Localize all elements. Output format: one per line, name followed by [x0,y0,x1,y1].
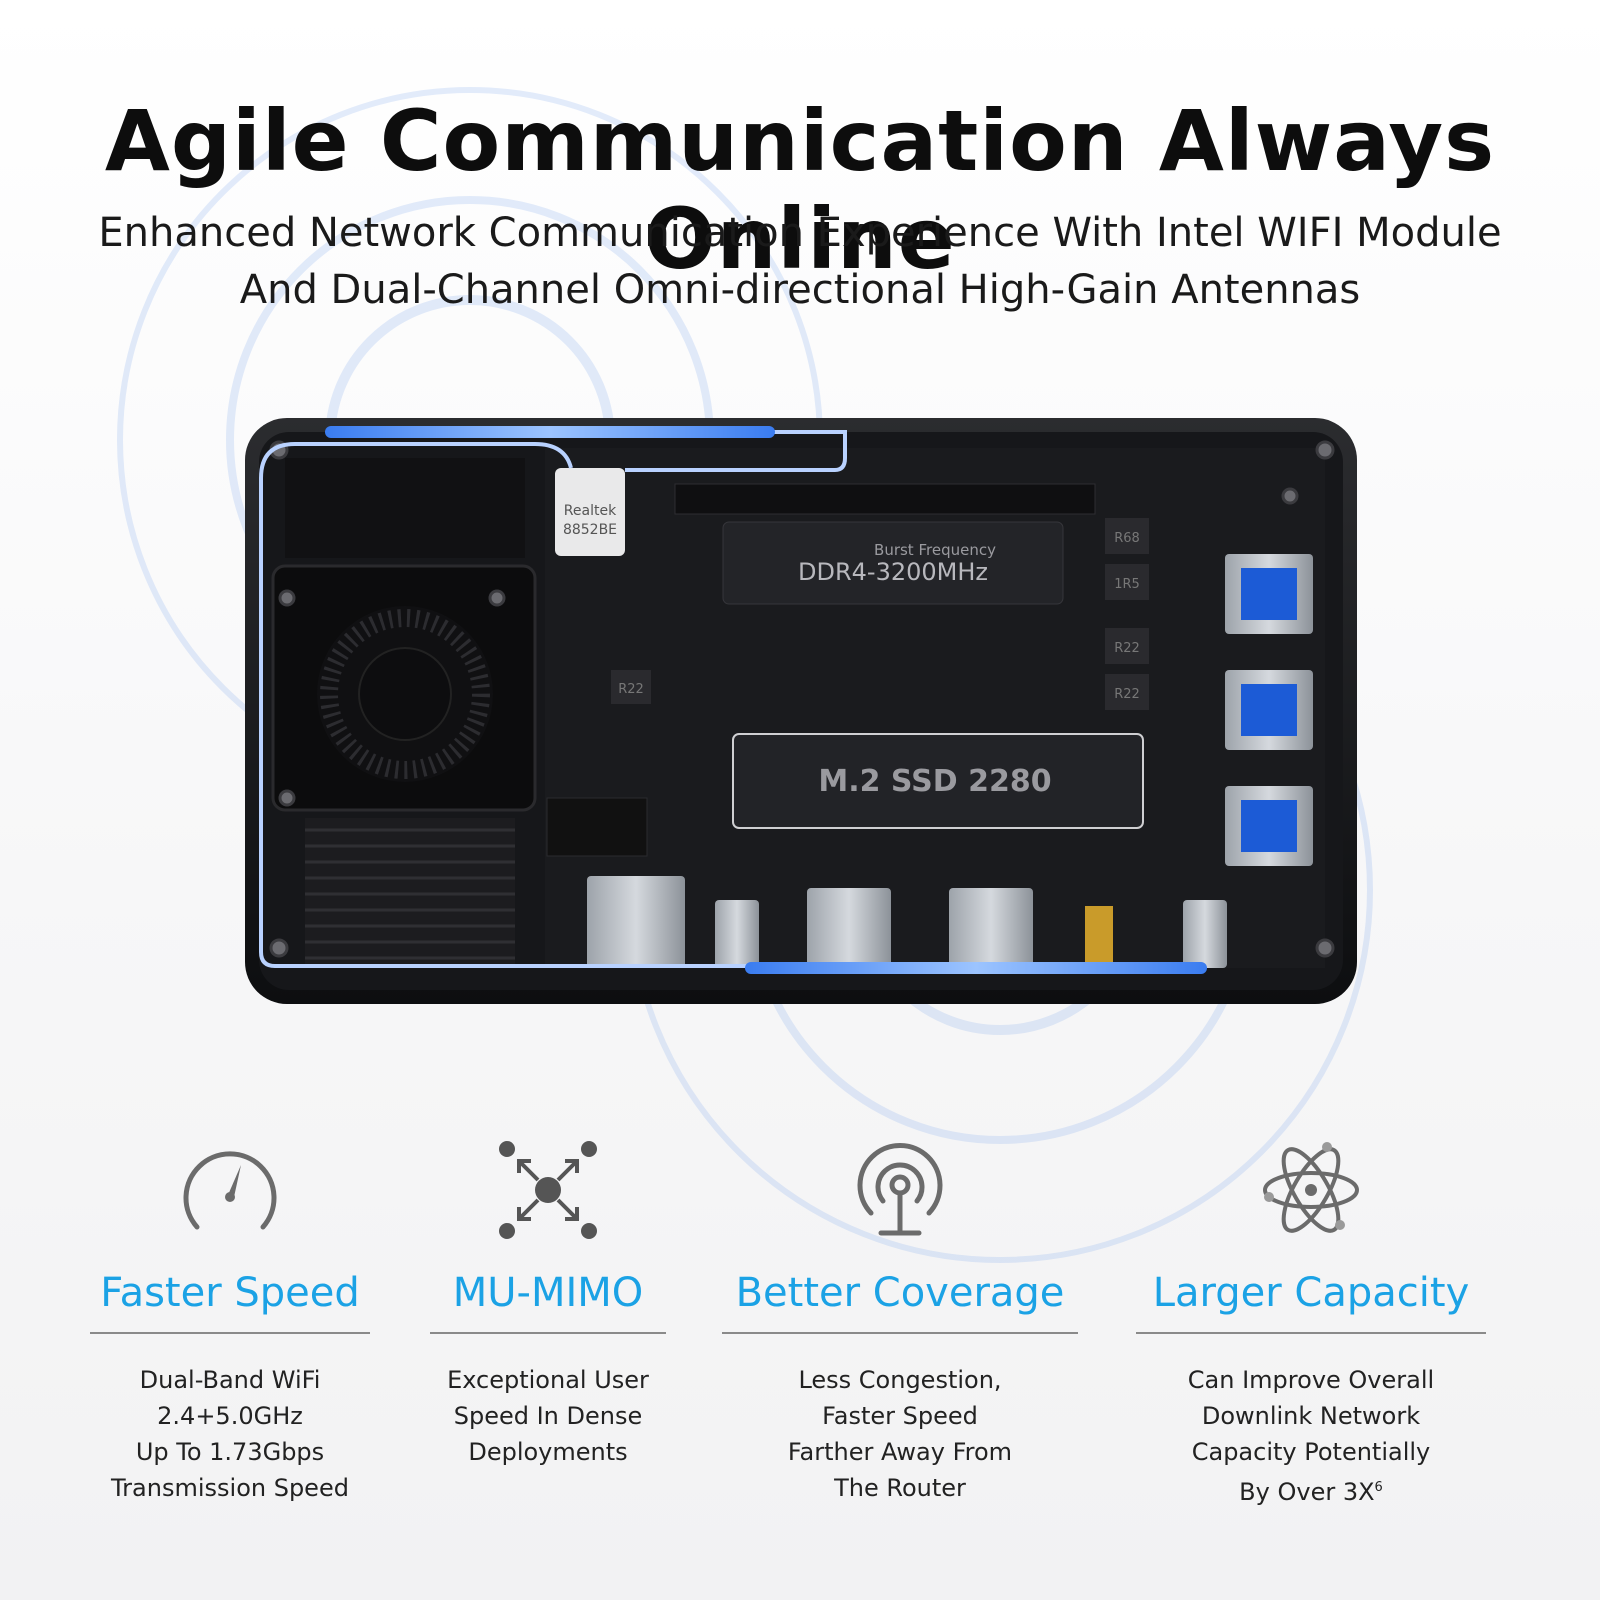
page-subtitle: Enhanced Network Communication Experienc… [0,205,1600,319]
ram-label: DDR4-3200MHz [798,558,988,586]
ram-module [722,521,1064,605]
desc-line: Farther Away From [787,1438,1013,1466]
feature-description: Dual-Band WiFi 2.4+5.0GHz Up To 1.73Gbps… [90,1362,370,1506]
usb-ports-right [1225,554,1313,866]
divider [90,1332,370,1334]
desc-line: Less Congestion, [798,1366,1002,1394]
desc-text: By Over 3X [1239,1478,1375,1506]
feature-description: Less Congestion, Faster Speed Farther Aw… [722,1362,1078,1506]
feature-description: Exceptional User Speed In Dense Deployme… [430,1362,666,1470]
component-label-1r5: 1R5 [1114,577,1140,592]
feature-title: Faster Speed [100,1270,360,1316]
ssd-label: M.2 SSD 2280 [818,764,1051,799]
wifi-chip-label-2: 8852BE [563,522,617,538]
motherboard-illustration: Realtek 8852BE Burst Frequency DDR4-3200… [245,418,1357,1004]
divider [722,1332,1078,1334]
desc-line: Deployments [468,1438,628,1466]
feature-faster-speed: Faster Speed Dual-Band WiFi 2.4+5.0GHz U… [90,1130,370,1506]
speedometer-icon [183,1151,277,1230]
feature-title: Better Coverage [735,1270,1065,1316]
feature-title: MU-MIMO [452,1270,644,1316]
desc-line: The Router [834,1474,966,1502]
antenna-bottom [745,962,1207,974]
desc-line: Downlink Network [1201,1402,1421,1430]
desc-line: Faster Speed [822,1402,978,1430]
feature-larger-capacity: Larger Capacity Can Improve Overall Down… [1136,1130,1486,1510]
divider [430,1332,666,1334]
ram-caption: Burst Frequency [874,541,996,559]
io-ports-bottom [587,876,1227,968]
component-label-r68: R68 [1114,531,1140,546]
component-label-r22-a: R22 [618,682,644,697]
component-label-r22-b: R22 [1114,641,1140,656]
desc-line: 2.4+5.0GHz [157,1402,303,1430]
antenna-top [325,426,775,438]
desc-line: Can Improve Overall [1187,1366,1435,1394]
desc-line: Dual-Band WiFi [139,1366,321,1394]
features-row: Faster Speed Dual-Band WiFi 2.4+5.0GHz U… [90,1130,1510,1550]
subtitle-line-2: And Dual-Channel Omni-directional High-G… [239,267,1361,313]
mu-mimo-network-icon [499,1141,597,1239]
wifi-module-chip [555,468,625,556]
feature-better-coverage: Better Coverage Less Congestion, Faster … [722,1130,1078,1506]
desc-line: Exceptional User [447,1366,649,1394]
divider [1136,1332,1486,1334]
ssd-module [732,733,1144,829]
wifi-chip-label-1: Realtek [564,503,617,519]
desc-line: Speed In Dense [453,1402,643,1430]
antenna-cable [259,442,573,968]
broadcast-antenna-icon [857,1142,943,1236]
footnote-marker: 6 [1374,1480,1383,1495]
desc-line: By Over 3X6 [1136,1470,1486,1510]
desc-line: Transmission Speed [111,1474,349,1502]
desc-line: Up To 1.73Gbps [135,1438,325,1466]
component-label-r22-c: R22 [1114,687,1140,702]
subtitle-line-1: Enhanced Network Communication Experienc… [98,210,1502,256]
feature-mu-mimo: MU-MIMO Exceptional User Speed In Dense … [430,1130,666,1470]
page-title: Agile Communication Always Online [104,92,1496,288]
feature-description: Can Improve Overall Downlink Network Cap… [1136,1362,1486,1510]
atom-icon [1263,1142,1359,1233]
feature-title: Larger Capacity [1152,1270,1470,1316]
desc-line: Capacity Potentially [1191,1438,1431,1466]
